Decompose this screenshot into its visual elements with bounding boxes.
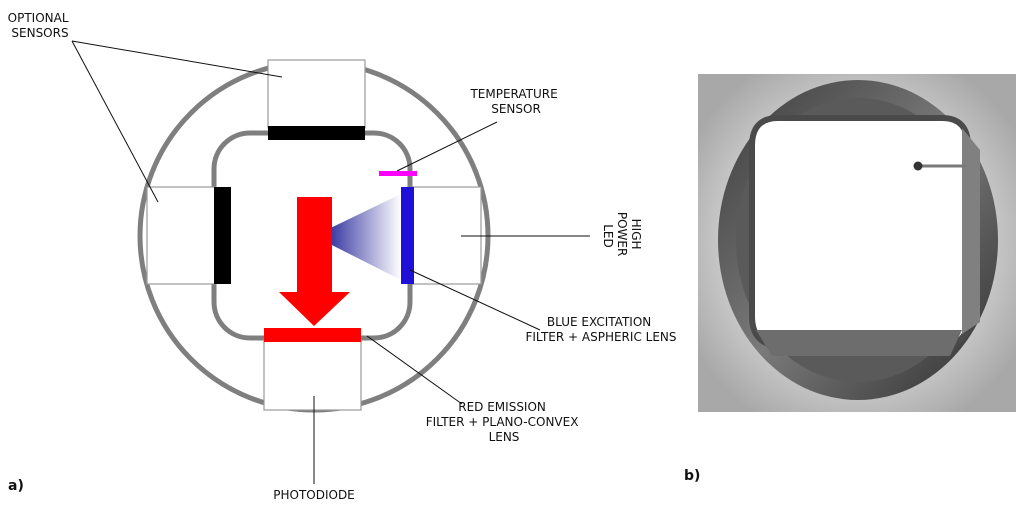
leader-blue-filter bbox=[409, 269, 541, 331]
label-red-emission: RED EMISSION FILTER + PLANO-CONVEX LENS bbox=[426, 400, 583, 444]
optional-filter-top bbox=[268, 126, 365, 140]
photo-panel: b) bbox=[684, 74, 1016, 484]
window-right-wall bbox=[962, 128, 980, 334]
optional-sensor-left-box bbox=[146, 186, 216, 285]
photodiode-box bbox=[263, 339, 362, 411]
blue-excitation-filter bbox=[401, 187, 414, 284]
temperature-probe-tip bbox=[913, 161, 923, 171]
emission-arrow bbox=[279, 197, 350, 326]
schematic-panel: OPTIONAL SENSORS TEMPERATURE SENSOR HIGH… bbox=[8, 11, 677, 502]
leader-temperature bbox=[396, 121, 498, 172]
leader-red-filter bbox=[366, 335, 463, 405]
cuvette-window bbox=[749, 115, 971, 349]
red-emission-filter bbox=[264, 328, 361, 342]
label-high-power-led: HIGH POWER LED bbox=[601, 212, 643, 260]
label-blue-excitation: BLUE EXCITATION FILTER + ASPHERIC LENS bbox=[525, 315, 676, 344]
label-temperature-sensor: TEMPERATURE SENSOR bbox=[469, 87, 561, 116]
leader-optional-left bbox=[71, 40, 159, 203]
temperature-sensor-probe bbox=[379, 171, 417, 176]
optional-filter-left bbox=[214, 187, 231, 284]
panel-label-a: a) bbox=[8, 478, 24, 494]
label-optional-sensors: OPTIONAL SENSORS bbox=[8, 11, 73, 40]
excitation-beam bbox=[314, 194, 401, 280]
leader-optional-top bbox=[71, 40, 283, 78]
label-photodiode: PHOTODIODE bbox=[273, 488, 355, 502]
panel-label-b: b) bbox=[684, 468, 700, 484]
optional-sensor-top-box bbox=[267, 59, 366, 129]
window-bottom-ledge bbox=[756, 330, 962, 356]
